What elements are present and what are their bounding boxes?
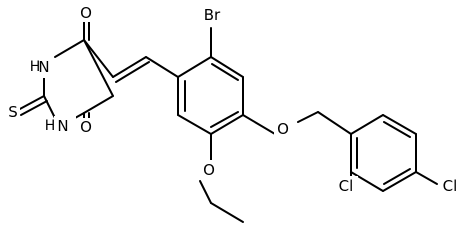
bond-ar5-ar6 [177, 114, 212, 135]
atom-nh-top: N [38, 58, 49, 76]
bond-ch-aryl [145, 56, 179, 78]
atom-cl-para: Cl [443, 177, 458, 195]
bond-br4-cl [415, 171, 438, 185]
atom-s-thione: S [8, 103, 18, 121]
bond-ar2-ar3-inner [211, 63, 239, 81]
atom-o-carbonyl-bottom: O [80, 118, 92, 136]
bond-c5-ch-double [115, 61, 150, 83]
bond-c5-c4-b [83, 39, 114, 78]
bond-ch2-ch3 [210, 202, 244, 223]
bond-ar2-ar3 [210, 56, 244, 78]
bond-ar1-ar2 [177, 56, 212, 78]
bond-c4-n3 [54, 39, 85, 58]
bond-br4-br5 [382, 171, 417, 192]
bond-c2-n1 [43, 95, 56, 119]
bond-ar4-ar5-inner [210, 111, 239, 128]
atom-nh-top-h: H [30, 59, 41, 75]
atom-label-group: O N H S N H O Br O O Cl Cl [6, 4, 462, 196]
atom-br: Br [204, 6, 221, 24]
bond-br2-br3 [382, 114, 417, 135]
bond-ch2-ar [317, 111, 352, 135]
atom-cl-ortho: Cl [339, 177, 354, 195]
atom-o-benzyloxy: O [277, 120, 289, 138]
bond-c5-c4 [83, 39, 114, 97]
bond-br2-br3-inner [383, 121, 411, 138]
atom-o-ethoxy: O [203, 161, 215, 179]
atom-nh-bottom: N [57, 117, 68, 135]
bond-c2-s [17, 95, 45, 111]
bond-c5-ch [112, 56, 147, 78]
bond-ar4-ar5 [210, 114, 244, 135]
bond-o-ch2-benzyl [297, 111, 319, 123]
bond-br4-br5-inner [383, 168, 411, 185]
atom-nh-bottom-h: H [45, 118, 56, 134]
bond-c2-s-double [20, 100, 48, 116]
bond-c6-c5 [83, 95, 114, 114]
chemical-structure-diagram: O N H S N H O Br O O Cl Cl [6, 4, 462, 223]
atom-o-carbonyl-top: O [80, 4, 92, 22]
bond-br1-br2 [350, 114, 384, 135]
bond-ar4-o [242, 114, 276, 135]
bond-br5-br6 [350, 171, 384, 192]
bond-group [17, 13, 438, 223]
bond-o-ch2 [199, 180, 212, 204]
